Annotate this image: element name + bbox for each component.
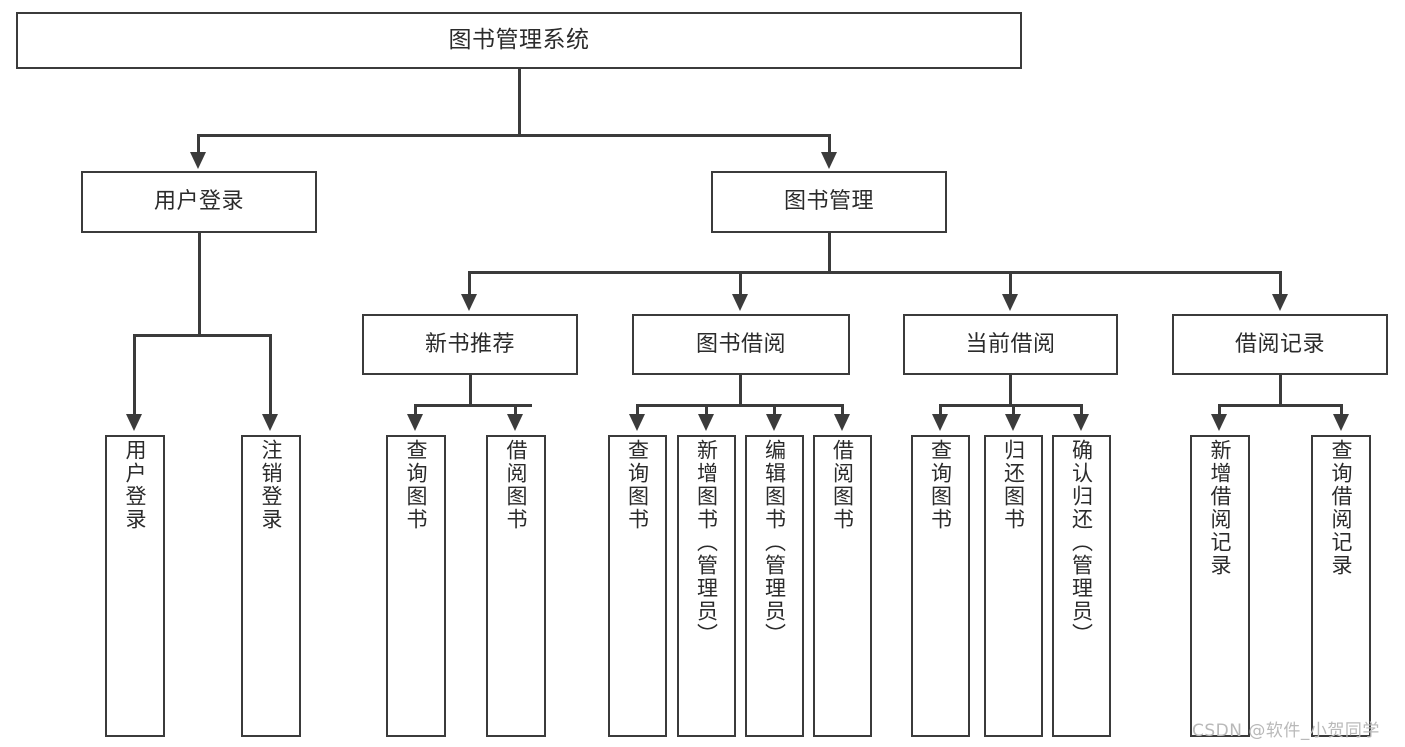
leaf-label: 注销登录 bbox=[259, 439, 284, 531]
connector-drop-borrow-record bbox=[1279, 271, 1282, 296]
connector-drop-current-borrow bbox=[1009, 271, 1012, 296]
connector-drop-add-borrow-record bbox=[1218, 404, 1221, 417]
connector-drop-borrow-book-2 bbox=[841, 404, 844, 417]
leaf-add-borrow-record[interactable]: 新增借阅记录 bbox=[1190, 435, 1250, 737]
node-book-management[interactable]: 图书管理 bbox=[711, 171, 947, 233]
connector-current-borrow-bus bbox=[939, 404, 1082, 407]
connector-book-borrow-bus bbox=[636, 404, 844, 407]
connector-drop-new-book-recommend bbox=[468, 271, 471, 296]
connector-drop-borrow-book-1 bbox=[514, 404, 517, 417]
arrow-to-leaf-confirm-return bbox=[1073, 414, 1089, 431]
arrow-to-leaf-user-logout bbox=[262, 414, 278, 431]
connector-drop-book-borrow bbox=[739, 271, 742, 296]
arrow-to-new-book-recommend bbox=[461, 294, 477, 311]
node-label: 用户登录 bbox=[153, 189, 244, 215]
connector-book-manage-stem bbox=[828, 233, 831, 273]
arrow-to-leaf-borrow-book-1 bbox=[507, 414, 523, 431]
arrow-to-leaf-query-borrow-record bbox=[1333, 414, 1349, 431]
node-current-borrow[interactable]: 当前借阅 bbox=[903, 314, 1118, 375]
connector-level2-bus bbox=[197, 134, 830, 137]
leaf-return-book[interactable]: 归还图书 bbox=[984, 435, 1043, 737]
connector-drop-leaf-user-logout bbox=[269, 334, 272, 417]
arrow-to-leaf-user-login bbox=[126, 414, 142, 431]
node-book-management-system[interactable]: 图书管理系统 bbox=[16, 12, 1022, 69]
leaf-label: 查询借阅记录 bbox=[1329, 439, 1354, 577]
leaf-user-login[interactable]: 用户登录 bbox=[105, 435, 165, 737]
leaf-borrow-book-recommend[interactable]: 借阅图书 bbox=[486, 435, 546, 737]
node-label: 当前借阅 bbox=[965, 331, 1056, 357]
arrow-to-current-borrow bbox=[1002, 294, 1018, 311]
leaf-query-book-recommend[interactable]: 查询图书 bbox=[386, 435, 446, 737]
connector-drop-add-book bbox=[705, 404, 708, 417]
arrow-to-book-borrow bbox=[732, 294, 748, 311]
leaf-user-logout[interactable]: 注销登录 bbox=[241, 435, 301, 737]
arrow-to-leaf-borrow-book-2 bbox=[834, 414, 850, 431]
leaf-add-book-admin[interactable]: 新增图书（管理员） bbox=[677, 435, 736, 737]
connector-level3-bus bbox=[468, 271, 1280, 274]
node-label: 新书推荐 bbox=[424, 331, 515, 357]
csdn-watermark: CSDN @软件_小贺同学 bbox=[1192, 721, 1380, 741]
arrow-to-leaf-return-book bbox=[1005, 414, 1021, 431]
connector-drop-edit-book bbox=[773, 404, 776, 417]
connector-drop-query-book-2 bbox=[636, 404, 639, 417]
leaf-label: 编辑图书（管理员） bbox=[762, 439, 787, 646]
connector-new-book-bus bbox=[414, 404, 532, 407]
connector-drop-leaf-user-login bbox=[133, 334, 136, 417]
node-user-login[interactable]: 用户登录 bbox=[81, 171, 317, 233]
leaf-borrow-book[interactable]: 借阅图书 bbox=[813, 435, 872, 737]
arrow-to-user-login bbox=[190, 152, 206, 169]
arrow-to-leaf-add-book bbox=[698, 414, 714, 431]
arrow-to-leaf-query-book-1 bbox=[407, 414, 423, 431]
leaf-label: 归还图书 bbox=[1001, 439, 1026, 531]
node-book-borrow[interactable]: 图书借阅 bbox=[632, 314, 850, 375]
node-label: 图书借阅 bbox=[695, 331, 786, 357]
arrow-to-leaf-query-book-3 bbox=[932, 414, 948, 431]
leaf-label: 新增图书（管理员） bbox=[694, 439, 719, 646]
leaf-label: 查询图书 bbox=[625, 439, 650, 531]
connector-drop-confirm-return bbox=[1080, 404, 1083, 417]
connector-borrow-record-bus bbox=[1218, 404, 1342, 407]
connector-drop-query-book-3 bbox=[939, 404, 942, 417]
node-label: 图书管理系统 bbox=[448, 26, 590, 53]
node-label: 图书管理 bbox=[783, 189, 874, 215]
connector-new-book-stem bbox=[469, 375, 472, 405]
connector-drop-user-login bbox=[197, 134, 200, 156]
connector-drop-book-manage bbox=[828, 134, 831, 156]
leaf-query-borrow-record[interactable]: 查询借阅记录 bbox=[1311, 435, 1371, 737]
connector-borrow-record-stem bbox=[1279, 375, 1282, 405]
connector-drop-query-book-1 bbox=[414, 404, 417, 417]
leaf-query-book-borrow[interactable]: 查询图书 bbox=[608, 435, 667, 737]
arrow-to-borrow-record bbox=[1272, 294, 1288, 311]
leaf-label: 新增借阅记录 bbox=[1208, 439, 1233, 577]
node-borrow-record[interactable]: 借阅记录 bbox=[1172, 314, 1388, 375]
leaf-label: 用户登录 bbox=[123, 439, 148, 531]
arrow-to-leaf-edit-book bbox=[766, 414, 782, 431]
leaf-query-book-current[interactable]: 查询图书 bbox=[911, 435, 970, 737]
leaf-label: 借阅图书 bbox=[830, 439, 855, 531]
arrow-to-book-manage bbox=[821, 152, 837, 169]
arrow-to-leaf-add-borrow-record bbox=[1211, 414, 1227, 431]
leaf-confirm-return-admin[interactable]: 确认归还（管理员） bbox=[1052, 435, 1111, 737]
connector-user-login-bus bbox=[133, 334, 271, 337]
connector-book-borrow-stem bbox=[739, 375, 742, 405]
leaf-label: 查询图书 bbox=[404, 439, 429, 531]
arrow-to-leaf-query-book-2 bbox=[629, 414, 645, 431]
connector-drop-query-borrow-record bbox=[1340, 404, 1343, 417]
node-new-book-recommend[interactable]: 新书推荐 bbox=[362, 314, 578, 375]
leaf-edit-book-admin[interactable]: 编辑图书（管理员） bbox=[745, 435, 804, 737]
leaf-label: 查询图书 bbox=[928, 439, 953, 531]
leaf-label: 确认归还（管理员） bbox=[1069, 439, 1094, 646]
leaf-label: 借阅图书 bbox=[504, 439, 529, 531]
node-label: 借阅记录 bbox=[1234, 331, 1325, 357]
connector-current-borrow-stem bbox=[1009, 375, 1012, 405]
connector-user-login-stem bbox=[198, 233, 201, 335]
connector-drop-return-book bbox=[1012, 404, 1015, 417]
connector-root-stem bbox=[518, 69, 521, 135]
